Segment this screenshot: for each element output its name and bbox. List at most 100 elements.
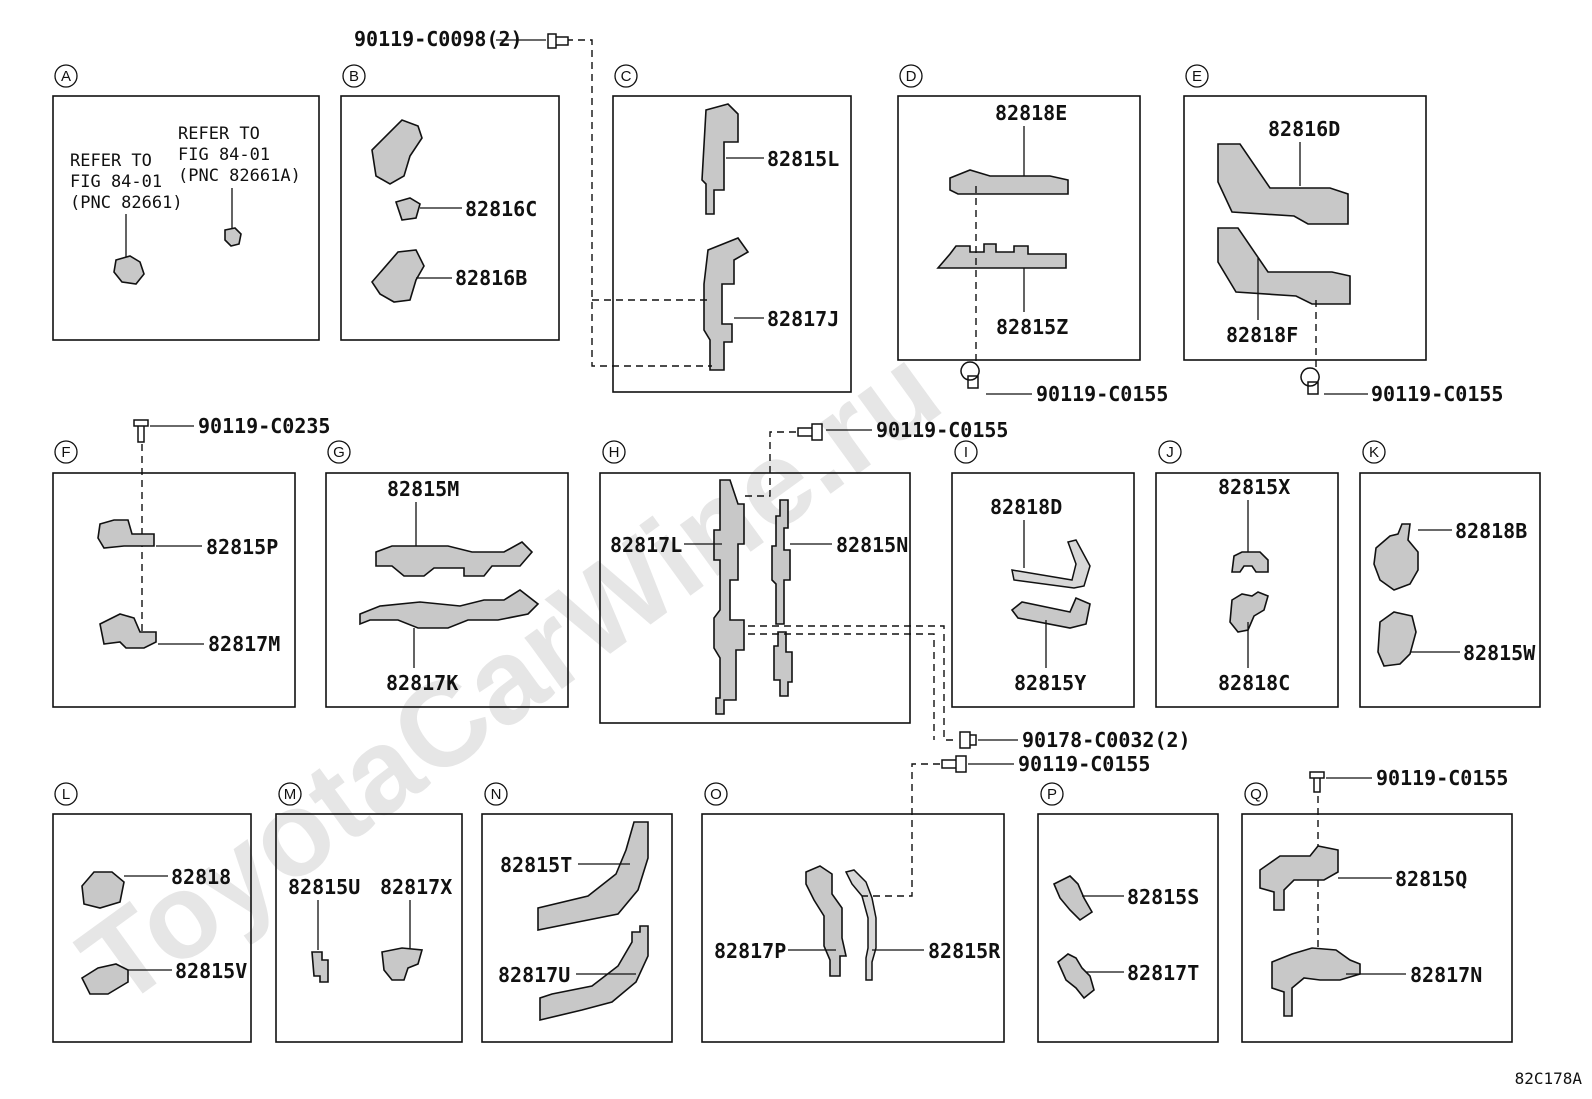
section-j: J 82815X 82818C (1155, 440, 1339, 708)
section-p-marker (1040, 782, 1064, 806)
dashline-h-bolt (740, 431, 796, 497)
part-82817j-label: 82817J (767, 307, 839, 331)
section-f-box (52, 472, 296, 708)
part-82818-shape (81, 871, 125, 909)
section-i-marker (954, 440, 978, 464)
part-82817n-shape (1271, 947, 1361, 1017)
part-82818f-label: 82818F (1226, 323, 1298, 347)
part-82815m-shape (375, 541, 534, 577)
section-a: A REFER TO FIG 84-01 (PNC 82661) REFER T… (52, 64, 320, 341)
part-82818d-shape (1011, 539, 1091, 589)
connector-82661-shape (113, 255, 145, 285)
section-n-letter: N (491, 786, 502, 803)
section-d-letter: D (906, 68, 917, 85)
section-i-letter: I (964, 444, 968, 461)
figure-code: 82C178A (1515, 1069, 1583, 1088)
section-b-marker (342, 64, 366, 88)
section-f: F 90119-C0235 82815P 82817M (52, 414, 330, 708)
note-a1-line1: REFER TO (70, 151, 152, 171)
part-82818b-label: 82818B (1455, 519, 1527, 543)
part-82815t-shape (537, 821, 649, 931)
section-k: K 82818B 82815W (1359, 440, 1541, 708)
section-b-box (340, 95, 560, 341)
section-c-marker (614, 64, 638, 88)
part-82816b-label: 82816B (455, 266, 527, 290)
bolt-icon (941, 755, 967, 773)
part-82817m-shape (99, 613, 157, 649)
part-82815n-label: 82815N (836, 533, 908, 557)
part-82817x-shape (381, 947, 424, 981)
fastener-label-bolt-q: 90119-C0155 (1376, 766, 1508, 790)
part-82817t-shape (1057, 953, 1095, 1000)
section-h-box (599, 472, 911, 724)
section-h-letter: H (609, 444, 620, 461)
part-82815u-label: 82815U (288, 875, 360, 899)
section-b-letter: B (349, 68, 359, 85)
bolt-icon (547, 33, 569, 49)
section-l-box (52, 813, 252, 1043)
section-a-box (52, 95, 320, 341)
section-d: D 82818E 82815Z 90119-C0155 (897, 64, 1168, 406)
bolt-icon (133, 419, 149, 443)
fastener-label-bolt-c: 90119-C0098(2) (354, 27, 523, 51)
section-q: Q 90119-C0155 82815Q 82817N (1241, 766, 1513, 1043)
part-82815t-label: 82815T (500, 853, 572, 877)
note-a1-line3: (PNC 82661) (70, 193, 183, 213)
part-82815p-label: 82815P (206, 535, 278, 559)
section-b: B 82816C 82816B (340, 64, 560, 341)
section-o-letter: O (710, 786, 722, 803)
section-q-box (1241, 813, 1513, 1043)
fastener-label-nut-h: 90178-C0032(2) (1022, 728, 1191, 752)
part-82815w-label: 82815W (1463, 641, 1536, 665)
part-82815x-label: 82815X (1218, 475, 1290, 499)
part-82818d-label: 82818D (990, 495, 1062, 519)
section-g-box (325, 472, 569, 708)
section-d-marker (899, 64, 923, 88)
part-82818-label: 82818 (171, 865, 231, 889)
section-m: M 82815U 82817X (275, 782, 463, 1043)
section-m-box (275, 813, 463, 1043)
section-e-letter: E (1192, 68, 1202, 85)
section-d-box (897, 95, 1141, 361)
section-n-box (481, 813, 673, 1043)
section-k-marker (1362, 440, 1386, 464)
section-k-letter: K (1369, 444, 1379, 461)
part-82817l-shape (713, 479, 745, 715)
nut-icon (959, 731, 977, 749)
note-a2-line3: (PNC 82661A) (178, 166, 301, 186)
connector-82661a-shape (224, 227, 242, 247)
part-82815l-shape (701, 103, 739, 215)
dashline-h-nut-2 (748, 633, 935, 740)
part-82815y-label: 82815Y (1014, 671, 1086, 695)
section-l-letter: L (62, 786, 70, 803)
section-o-marker (704, 782, 728, 806)
section-q-letter: Q (1250, 786, 1262, 803)
section-n: N 82815T 82817U (481, 782, 673, 1043)
part-82815m-label: 82815M (387, 477, 459, 501)
fastener-label-bolt-h: 90119-C0155 (876, 418, 1008, 442)
part-82815r-label: 82815R (928, 939, 1001, 963)
fastener-label-bolt-e: 90119-C0155 (1371, 382, 1503, 406)
section-i-box (951, 472, 1135, 708)
section-q-marker (1244, 782, 1268, 806)
part-82815r-shape (844, 869, 877, 981)
section-a-marker (54, 64, 78, 88)
part-82817n-label: 82817N (1410, 963, 1482, 987)
section-j-letter: J (1166, 444, 1174, 461)
section-n-marker (484, 782, 508, 806)
section-j-marker (1158, 440, 1182, 464)
part-82816b-shape (370, 249, 425, 303)
section-m-marker (278, 782, 302, 806)
section-a-letter: A (61, 68, 71, 85)
part-82815n-shape (771, 499, 793, 697)
section-g-letter: G (333, 444, 345, 461)
part-82818c-label: 82818C (1218, 671, 1290, 695)
section-e: E 82816D 82818F 90119-C0155 (1183, 64, 1503, 406)
part-82818c-shape (1229, 591, 1269, 633)
part-82816d-shape (1217, 143, 1349, 225)
section-e-box (1183, 95, 1427, 361)
part-82817m-label: 82817M (208, 632, 280, 656)
part-82815s-shape (1052, 875, 1094, 922)
